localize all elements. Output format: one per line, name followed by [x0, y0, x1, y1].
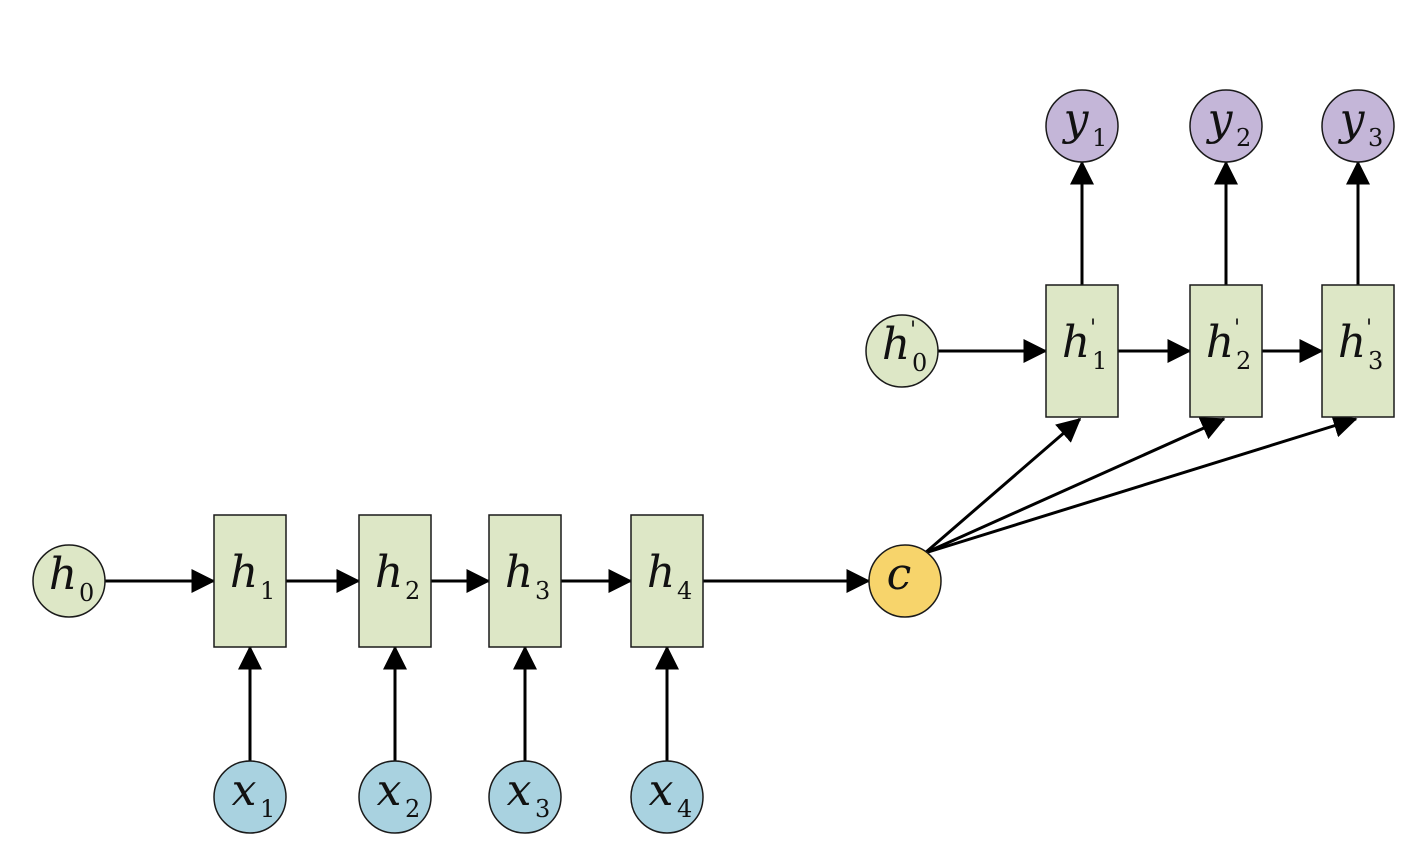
hidden-state-box	[630, 514, 704, 648]
node-var-label: x	[507, 765, 532, 816]
hidden-state-box	[1045, 284, 1119, 418]
node-var-label: h	[647, 547, 675, 598]
node-var-label: x	[232, 765, 257, 816]
node-prime-mark: '	[1366, 316, 1372, 341]
node-var-label: y	[1206, 94, 1234, 145]
edges-layer	[105, 160, 1370, 761]
node-var-label: h	[1338, 317, 1366, 368]
hidden-state-box	[488, 514, 562, 648]
node-subscript-label: 3	[535, 795, 550, 823]
hidden-state-box	[213, 514, 287, 648]
node-var-label: h	[1062, 317, 1090, 368]
node-subscript-label: 1	[1092, 124, 1107, 152]
edge-context-h3prime	[924, 414, 1358, 555]
node-subscript-label: 0	[79, 579, 94, 607]
encoder-initial-state-circle	[32, 544, 106, 618]
node-var-label: y	[1062, 94, 1090, 145]
output-2-circle	[1189, 89, 1263, 163]
edge-context-h2prime	[924, 417, 1226, 555]
node-prime-mark: '	[1234, 316, 1240, 341]
node-subscript-label: 3	[1368, 347, 1383, 375]
node-var-label: h	[1206, 317, 1234, 368]
context-vector: c	[868, 544, 942, 618]
context-vector-circle	[868, 544, 942, 618]
node-subscript-label: 2	[1236, 124, 1251, 152]
node-subscript-label: 3	[1368, 124, 1383, 152]
node-var-label: y	[1338, 94, 1366, 145]
node-var-label: h	[49, 549, 77, 600]
node-prime-mark: '	[1090, 316, 1096, 341]
node-var-label: h	[505, 547, 533, 598]
node-subscript-label: 1	[260, 577, 275, 605]
node-var-label: x	[649, 765, 674, 816]
input-3-circle	[488, 760, 562, 834]
node-var-label: h	[230, 547, 258, 598]
node-subscript-label: 1	[1092, 347, 1107, 375]
node-subscript-label: 0	[912, 349, 927, 377]
node-var-label: h	[882, 319, 910, 370]
hidden-state-box	[358, 514, 432, 648]
node-var-label: h	[375, 547, 403, 598]
node-subscript-label: 2	[405, 577, 420, 605]
hidden-state-box	[1189, 284, 1263, 418]
output-1-circle	[1045, 89, 1119, 163]
node-subscript-label: 3	[535, 577, 550, 605]
input-2-circle	[358, 760, 432, 834]
node-subscript-label: 4	[677, 795, 692, 823]
node-prime-mark: '	[910, 318, 916, 343]
node-subscript-label: 2	[405, 795, 420, 823]
edge-context-h1prime	[924, 417, 1082, 555]
node-var-label: c	[887, 549, 912, 600]
node-subscript-label: 4	[677, 577, 692, 605]
node-subscript-label: 1	[260, 795, 275, 823]
node-var-label: x	[377, 765, 402, 816]
input-1-circle	[213, 760, 287, 834]
node-subscript-label: 2	[1236, 347, 1251, 375]
decoder-initial-state-circle	[865, 314, 939, 388]
hidden-state-box	[1321, 284, 1395, 418]
output-3-circle	[1321, 89, 1395, 163]
input-4-circle	[630, 760, 704, 834]
